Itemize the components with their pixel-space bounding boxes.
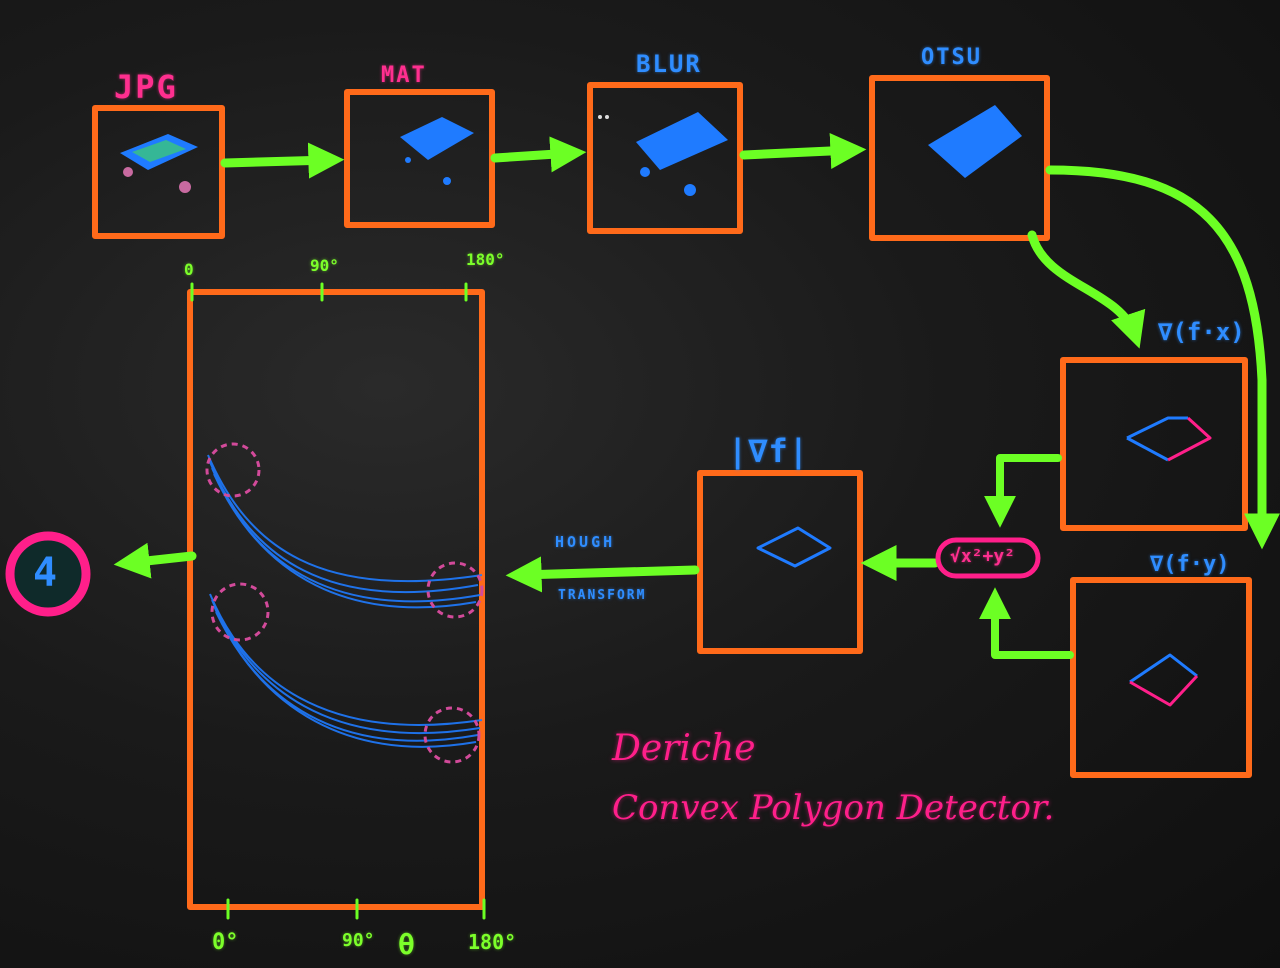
label-mat: MAT [381, 63, 427, 88]
tick-label-top-0: 0 [184, 260, 194, 279]
blur-thumbnail [598, 112, 728, 196]
caption-line1: Deriche [612, 728, 756, 769]
stage-box-mat [344, 89, 495, 228]
stage-box-grad-x [1060, 357, 1248, 531]
tick-label-bottom-180: 180° [468, 930, 517, 954]
stage-box-magnitude [697, 470, 863, 654]
label-jpg: JPG [114, 68, 178, 106]
arrow-jpg-to-mat [220, 142, 345, 179]
grad-x-diamond [1126, 416, 1212, 462]
arrow-grad-x-to-combine [984, 454, 1062, 528]
combine-formula: √x²+y² [950, 546, 1016, 567]
stage-box-otsu [869, 75, 1050, 241]
grad-y-diamond [1129, 653, 1199, 707]
hough-label-line2: TRANSFORM [558, 588, 647, 603]
arrow-otsu-to-grad-y [1045, 165, 1280, 550]
tick-label-bottom-90: 90° [342, 930, 375, 951]
magnitude-diamond [756, 526, 832, 568]
arrow-magnitude-to-hough [505, 556, 700, 593]
stage-box-grad-y [1070, 577, 1252, 778]
peak-circle-2 [426, 561, 484, 619]
peak-circle-1 [205, 442, 261, 498]
stage-box-blur [587, 82, 743, 234]
jpg-thumbnail [120, 134, 198, 193]
label-blur: BLUR [636, 50, 702, 78]
mat-thumbnail [400, 117, 474, 185]
arrow-blur-to-otsu [739, 133, 867, 169]
tick-label-top-90: 90° [310, 256, 339, 275]
stage-box-jpg [92, 105, 225, 239]
arrow-mat-to-blur [490, 136, 587, 173]
combine-badge-outline [935, 537, 1041, 579]
hough-label-line1: HOUGH [555, 533, 616, 551]
label-grad-y: ∇(f·y) [1150, 552, 1230, 577]
arrow-hough-to-result [113, 542, 197, 579]
hough-space-box [187, 289, 485, 910]
axis-symbol-theta: θ [398, 928, 415, 961]
peak-circle-4 [423, 706, 481, 764]
label-grad-x: ∇(f·x) [1158, 318, 1245, 346]
caption-line2: Convex Polygon Detector. [612, 788, 1055, 828]
label-otsu: OTSU [921, 45, 982, 70]
label-magnitude: |∇f| [728, 432, 810, 470]
arrow-grad-y-to-combine [979, 587, 1074, 659]
arrow-otsu-to-grad-x [1027, 230, 1146, 349]
peak-circle-3 [210, 582, 270, 642]
result-value: 4 [33, 550, 58, 596]
otsu-thumbnail [928, 105, 1022, 178]
hough-curves-lower [209, 593, 483, 748]
result-circle [5, 531, 91, 617]
tick-label-top-180: 180° [466, 250, 505, 269]
hough-curves-upper [207, 454, 483, 609]
tick-label-bottom-0: 0° [212, 930, 239, 955]
